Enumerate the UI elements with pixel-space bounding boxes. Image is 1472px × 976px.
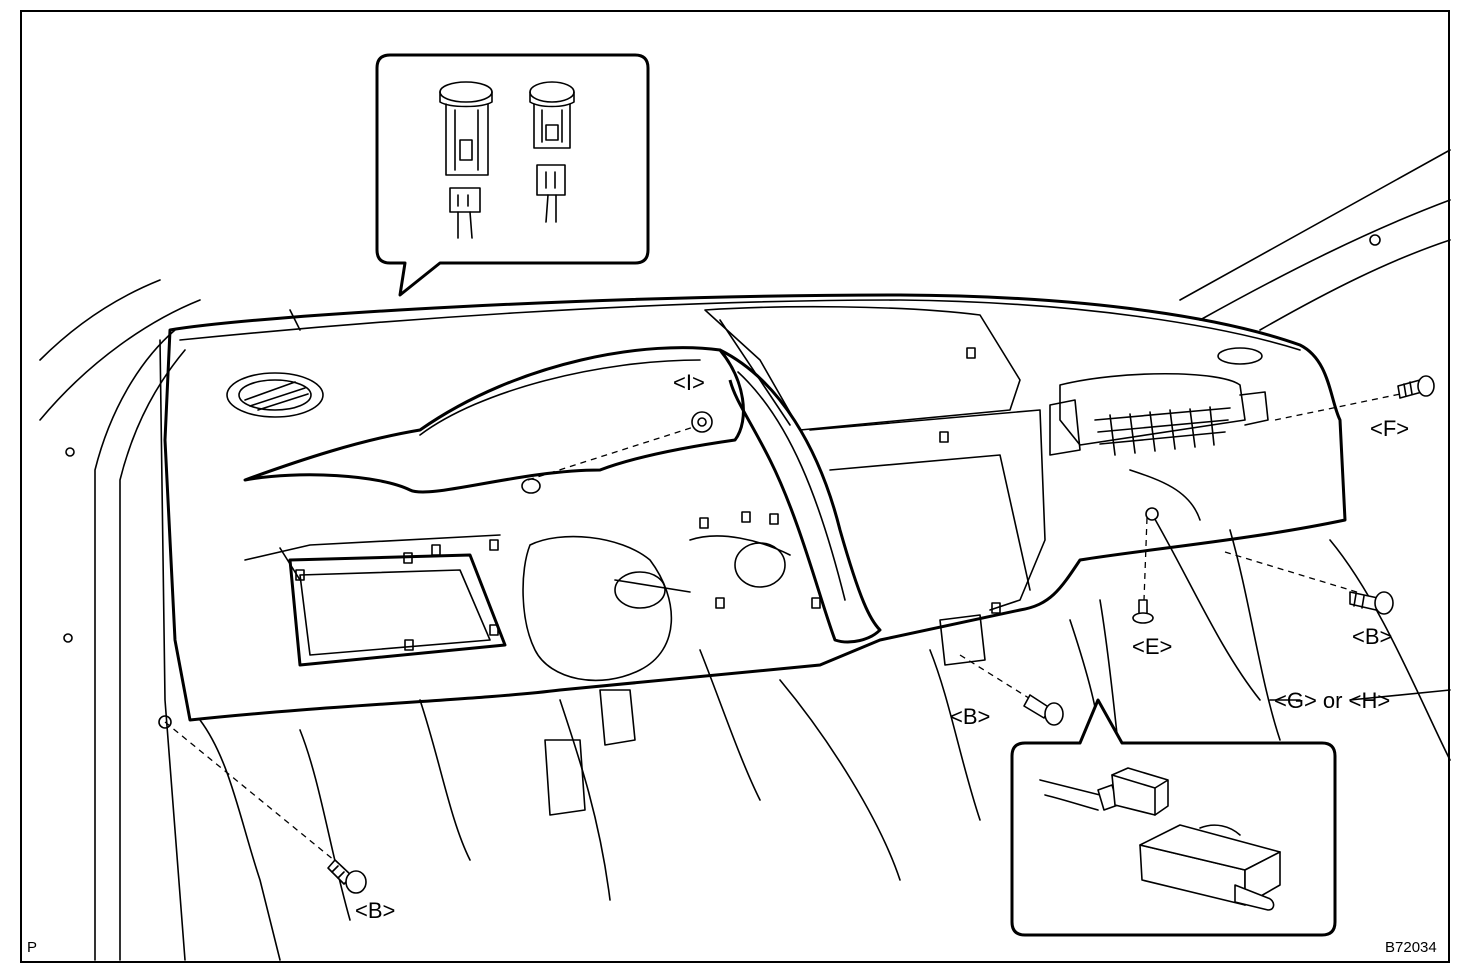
label-e: <E> xyxy=(1132,634,1173,659)
airbag-mesh xyxy=(1094,406,1231,456)
bolt-f xyxy=(1397,375,1435,399)
clip-detail-callout xyxy=(375,53,650,297)
label-f: <F> xyxy=(1370,416,1410,441)
dashed-lines xyxy=(164,391,1411,866)
corner-mark: P xyxy=(27,939,38,956)
diagram-frame xyxy=(20,10,1450,963)
label-b-left: <B> xyxy=(355,898,396,923)
clip-holes xyxy=(295,347,1001,651)
bolt-b-left xyxy=(327,859,367,894)
label-g-or-h: <G> or <H> xyxy=(1274,688,1391,713)
label-b-center: <B> xyxy=(950,704,991,729)
figure-code: B72034 xyxy=(1385,939,1437,956)
bolt-hole-left xyxy=(158,715,172,729)
leader-line-gh xyxy=(1151,513,1261,701)
clip-i xyxy=(691,411,713,433)
label-b-right: <B> xyxy=(1352,624,1393,649)
clip-gh xyxy=(1145,507,1159,521)
bolt-e xyxy=(1132,599,1154,624)
instrument-panel xyxy=(163,293,1347,961)
bolt-b-center xyxy=(1023,694,1064,726)
bolt-b-right xyxy=(1349,591,1394,615)
label-i: <I> xyxy=(673,370,705,395)
switch-detail-callout xyxy=(1010,698,1337,937)
